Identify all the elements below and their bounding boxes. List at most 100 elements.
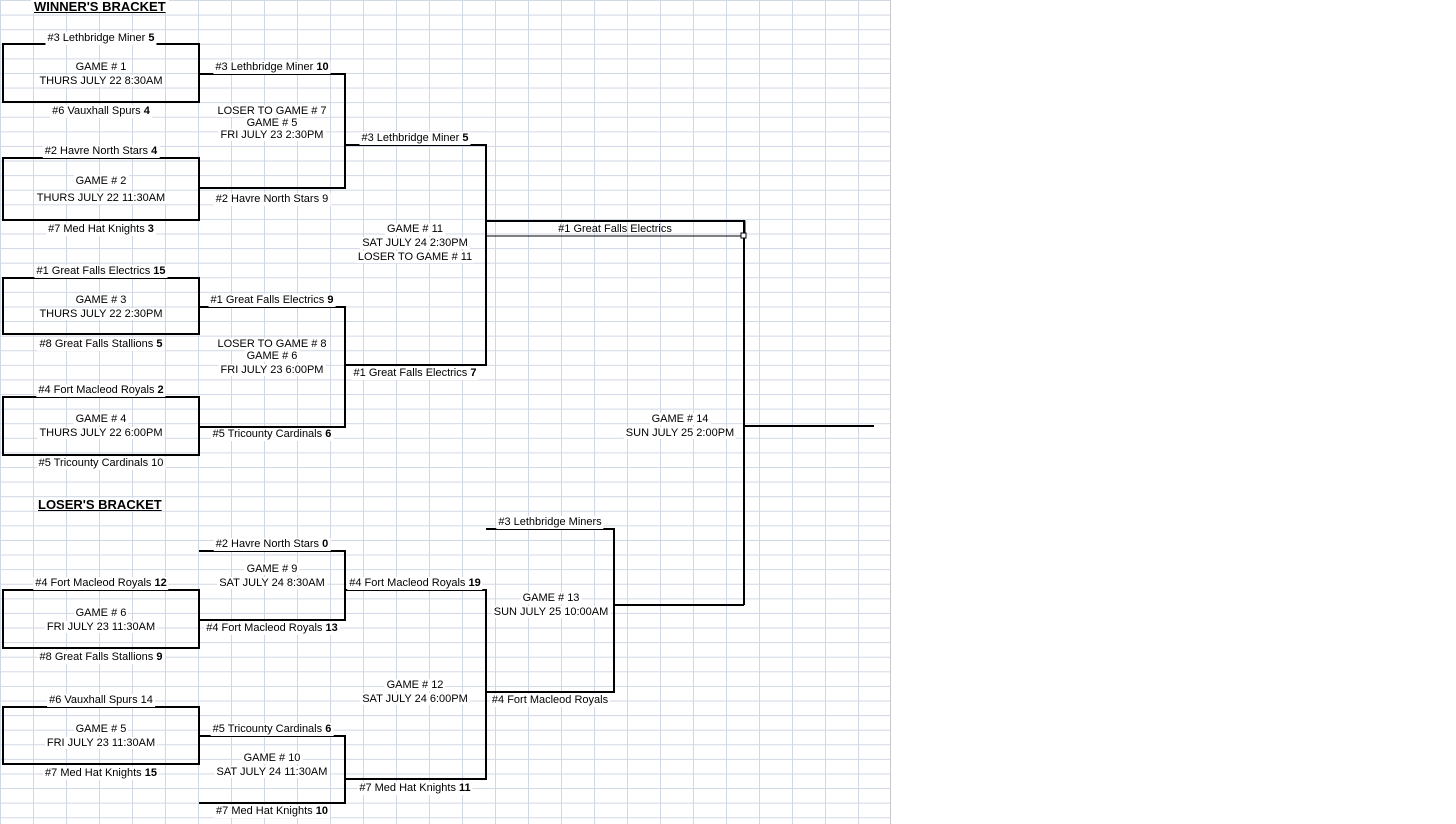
l-g5-info: GAME # 5 FRI JULY 23 11:30AM (44, 723, 158, 749)
l-g10-info: GAME # 10 SAT JULY 24 11:30AM (214, 752, 330, 778)
team-score: 12 (154, 577, 167, 589)
team-score: 6 (325, 428, 332, 440)
game-time: SUN JULY 25 2:00PM (623, 427, 737, 439)
team-score: 3 (147, 223, 154, 235)
team-name: #6 Vauxhall Spurs 14 (49, 694, 153, 706)
team-score: 11 (459, 782, 471, 794)
game-number: GAME # 1 (73, 61, 129, 73)
spreadsheet-grid[interactable]: WINNER'S BRACKET LOSER'S BRACKET #3 Leth… (0, 0, 891, 824)
team-score: 15 (153, 265, 166, 277)
g14-info: GAME # 14 SUN JULY 25 2:00PM (623, 413, 737, 439)
w-g5-info: LOSER TO GAME # 7 GAME # 5 FRI JULY 23 2… (215, 105, 329, 141)
l-g9-bottom-team-cell[interactable]: #4 Fort Macleod Royals 13 (204, 622, 340, 635)
l-g6-bottom-team-cell[interactable]: #8 Great Falls Stallions 9 (37, 651, 165, 664)
team-score: 5 (156, 338, 163, 350)
w-g4-info: GAME # 4 THURS JULY 22 6:00PM (37, 413, 165, 439)
l-g13-top-team-cell[interactable]: #3 Lethbridge Miners (496, 516, 604, 529)
l-g5-bottom-team-cell[interactable]: #7 Med Hat Knights 15 (43, 767, 159, 780)
l-g13-info: GAME # 13 SUN JULY 25 10:00AM (491, 592, 611, 618)
game-number: GAME # 4 (73, 413, 129, 425)
w-g3-top-team-cell[interactable]: #1 Great Falls Electrics 15 (34, 265, 168, 278)
game-number: GAME # 9 (244, 563, 300, 575)
team-name: #7 Med Hat Knights (216, 805, 313, 817)
w-g11-bottom-team-cell[interactable]: #1 Great Falls Electrics 7 (351, 367, 479, 380)
team-name: #8 Great Falls Stallions (39, 651, 154, 663)
game-time: THURS JULY 22 2:30PM (37, 308, 165, 320)
team-score: 2 (157, 384, 164, 396)
w-g2-bottom-team-cell[interactable]: #7 Med Hat Knights 3 (46, 223, 156, 236)
l-g9-top-team-cell[interactable]: #2 Havre North Stars 0 (213, 538, 331, 551)
game-number: GAME # 11 (384, 223, 446, 235)
loser-note: LOSER TO GAME # 8 (215, 338, 329, 350)
w-g3-bottom-team-cell[interactable]: #8 Great Falls Stallions 5 (37, 338, 165, 351)
w-g11-top-team-cell[interactable]: #3 Lethbridge Miner 5 (359, 132, 471, 145)
game-number: GAME # 6 (244, 350, 300, 362)
team-name: #4 Fort Macleod Royals (38, 384, 155, 396)
game-time: FRI JULY 23 2:30PM (218, 129, 326, 141)
game-number: GAME # 2 (73, 175, 129, 187)
l-g12-top-team-cell[interactable]: #4 Fort Macleod Royals 19 (347, 577, 483, 590)
w-g5-bottom-team-cell[interactable]: #2 Havre North Stars 9 (213, 193, 331, 206)
l-g10-bottom-team-cell[interactable]: #7 Med Hat Knights 10 (214, 805, 330, 818)
team-score: 10 (315, 805, 328, 817)
w-g5-top-team-cell[interactable]: #3 Lethbridge Miner 10 (213, 61, 331, 74)
loser-note: LOSER TO GAME # 7 (215, 105, 329, 117)
team-score: 7 (470, 367, 477, 379)
l-g12-info: GAME # 12 SAT JULY 24 6:00PM (360, 679, 470, 705)
team-score: 15 (144, 767, 157, 779)
w-g2-info: GAME # 2 THURS JULY 22 11:30AM (34, 175, 168, 204)
team-name: #7 Med Hat Knights (359, 782, 456, 794)
w-g1-top-team-cell[interactable]: #3 Lethbridge Miner 5 (45, 32, 157, 45)
game-number: GAME # 5 (244, 117, 300, 129)
game-number: GAME # 3 (73, 294, 129, 306)
game-time: FRI JULY 23 11:30AM (44, 621, 158, 633)
w-g4-bottom-team-cell[interactable]: #5 Tricounty Cardinals 10 (36, 457, 166, 470)
team-name: #4 Fort Macleod Royals (206, 622, 323, 634)
team-name: #8 Great Falls Stallions (39, 338, 154, 350)
game-time: SAT JULY 24 11:30AM (214, 766, 330, 778)
team-score: 9 (327, 294, 334, 306)
w-g4-top-team-cell[interactable]: #4 Fort Macleod Royals 2 (36, 384, 166, 397)
team-name: #1 Great Falls Electrics (210, 294, 325, 306)
team-name: #7 Med Hat Knights (48, 223, 145, 235)
team-score: 19 (468, 577, 481, 589)
team-name: #5 Tricounty Cardinals (212, 428, 323, 440)
l-g10-top-team-cell[interactable]: #5 Tricounty Cardinals 6 (210, 723, 334, 736)
l-g6-top-team-cell[interactable]: #4 Fort Macleod Royals 12 (33, 577, 169, 590)
w-g6-info: LOSER TO GAME # 8 GAME # 6 FRI JULY 23 6… (215, 338, 329, 376)
game-number: GAME # 14 (649, 413, 711, 425)
loser-note: LOSER TO GAME # 11 (355, 251, 475, 263)
l-g13-bottom-team-cell[interactable]: #4 Fort Macleod Royals (489, 694, 611, 707)
game-number: GAME # 13 (520, 592, 582, 604)
game-time: SAT JULY 24 2:30PM (360, 237, 470, 249)
team-name: #3 Lethbridge Miner (47, 32, 146, 44)
bracket-lines (2, 43, 874, 804)
l-g9-info: GAME # 9 SAT JULY 24 8:30AM (217, 563, 327, 589)
game-time: SAT JULY 24 8:30AM (217, 577, 327, 589)
w-g2-top-team-cell[interactable]: #2 Havre North Stars 4 (42, 145, 160, 158)
l-g12-bottom-team-cell[interactable]: #7 Med Hat Knights 11 (357, 782, 473, 795)
winners-bracket-title: WINNER'S BRACKET (31, 0, 169, 13)
champion-slot-cell[interactable]: #1 Great Falls Electrics (556, 223, 674, 236)
w-g6-top-team-cell[interactable]: #1 Great Falls Electrics 9 (208, 294, 336, 307)
game-time: FRI JULY 23 6:00PM (218, 364, 326, 376)
team-score: 4 (143, 105, 150, 117)
game-number: GAME # 6 (73, 607, 129, 619)
team-score: 0 (322, 538, 329, 550)
game-number: GAME # 12 (384, 679, 446, 691)
w-g6-bottom-team-cell[interactable]: #5 Tricounty Cardinals 6 (210, 428, 334, 441)
team-name: #2 Havre North Stars (44, 145, 149, 157)
team-name: #2 Havre North Stars 9 (215, 193, 329, 205)
team-name: #4 Fort Macleod Royals (349, 577, 466, 589)
team-score: 13 (325, 622, 338, 634)
team-score: 9 (156, 651, 163, 663)
team-score: 6 (325, 723, 332, 735)
team-name: #3 Lethbridge Miner (215, 61, 314, 73)
w-g1-bottom-team-cell[interactable]: #6 Vauxhall Spurs 4 (50, 105, 152, 118)
team-name: #1 Great Falls Electrics (36, 265, 151, 277)
team-score: 4 (151, 145, 158, 157)
game-time: THURS JULY 22 6:00PM (37, 427, 165, 439)
l-g5-top-team-cell[interactable]: #6 Vauxhall Spurs 14 (47, 694, 155, 707)
team-score: 5 (462, 132, 469, 144)
team-name: #5 Tricounty Cardinals (212, 723, 323, 735)
